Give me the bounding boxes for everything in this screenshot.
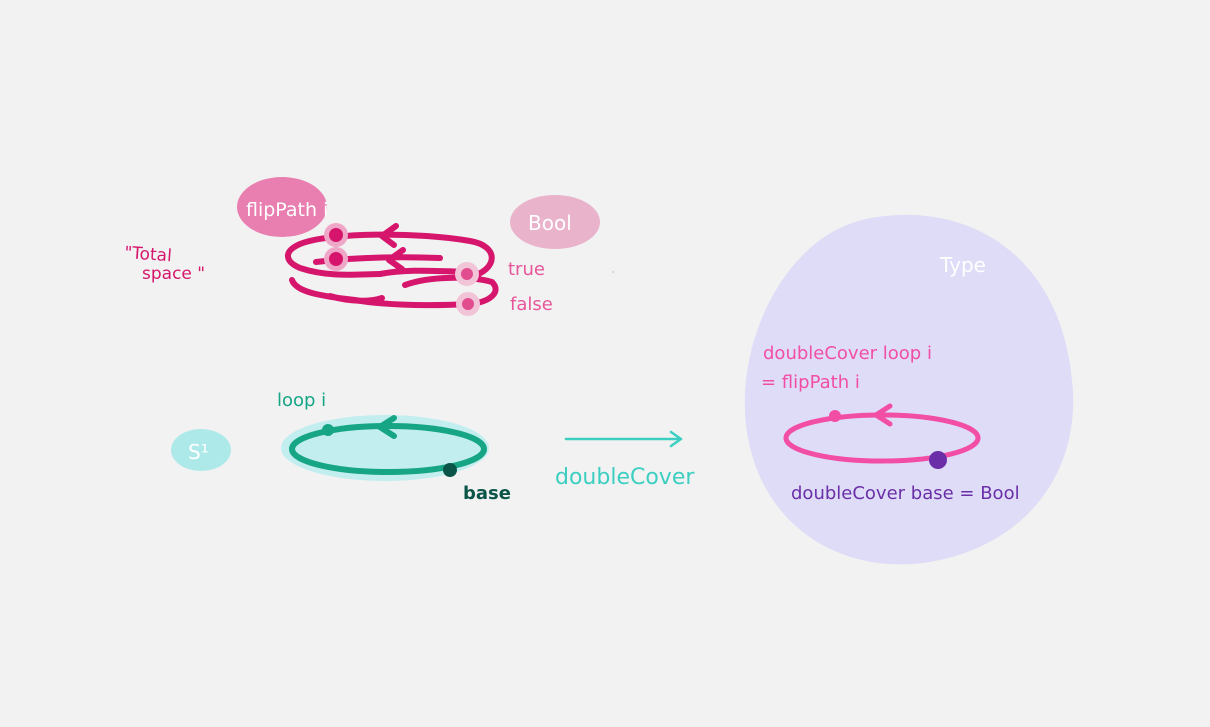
flip-path-label: flipPath i [246, 199, 328, 221]
bool-blob [510, 195, 600, 249]
flip-path-blob [237, 177, 327, 237]
dc-loop-circle [783, 412, 981, 464]
bool-label: Bool [528, 211, 572, 235]
dc-base-label: doubleCover base = Bool [791, 483, 1020, 504]
total-space-label-line2: space " [142, 264, 205, 284]
double-cover-label: doubleCover [555, 465, 695, 490]
base-label: base [463, 483, 511, 504]
type-group: Type doubleCover loop i = flipPath i dou… [744, 214, 1074, 565]
total-space-group: "Total space " flipPath i Bool true fals… [124, 177, 614, 316]
total-space-lower-tail [327, 293, 385, 304]
circle-group: S¹ loop i base [171, 390, 511, 504]
total-space-arrow-lower [386, 247, 406, 272]
loop-circle [289, 423, 487, 475]
base-point [443, 463, 457, 477]
dc-loop-arrow [873, 403, 893, 427]
stray-dot [612, 271, 614, 273]
loop-arrow [377, 415, 397, 439]
true-label: true [508, 259, 545, 280]
dc-loop-label-line1: doubleCover loop i [763, 343, 932, 364]
total-space-point-2 [329, 252, 343, 266]
total-space-point-1 [329, 228, 343, 242]
dc-loop-point [829, 410, 841, 422]
loop-label: loop i [277, 390, 326, 411]
dc-loop-label-line2: = flipPath i [761, 372, 860, 393]
dc-base-point [929, 451, 947, 469]
s1-blob [171, 429, 231, 471]
s1-label: S¹ [188, 440, 209, 464]
true-point [461, 268, 473, 280]
type-label: Type [939, 253, 986, 277]
loop-point [322, 424, 334, 436]
map-arrow-head [669, 430, 683, 448]
total-space-arrow-upper [379, 223, 399, 248]
double-cover-map: doubleCover [555, 430, 695, 490]
type-blob [744, 214, 1074, 565]
false-label: false [510, 294, 553, 315]
total-space-outer-strand [285, 231, 495, 280]
false-point [462, 298, 474, 310]
total-space-label-line1: "Total [124, 243, 173, 266]
